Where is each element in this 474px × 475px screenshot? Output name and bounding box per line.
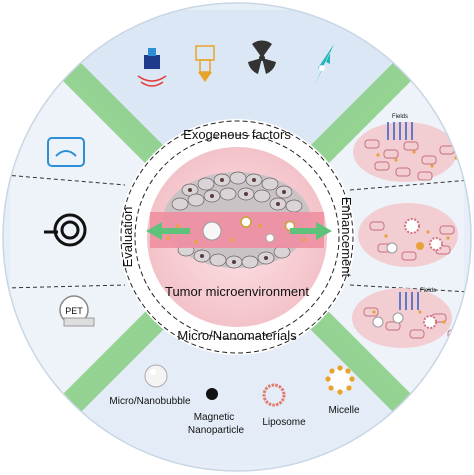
ultrasound-scan-icon [47,137,85,167]
svg-text:PET: PET [65,306,83,316]
band-top-right [284,40,434,190]
legend-microbubble-label: Micro/Nanobubble [109,396,191,407]
band-top-left [40,40,190,190]
diagonal-bands [40,40,434,435]
ring-bottom-label: Micro/Nanomaterials [177,328,297,343]
legend-microbubble-symbol [144,364,168,388]
legend-liposome-symbol [262,383,286,407]
left-divider-2 [4,284,126,289]
field-label-bottom: Fields [420,288,436,294]
legend-micelle-label: Micelle [328,405,360,416]
ultrasound-probe-icon [137,48,167,87]
arrow-left [146,222,190,240]
center-label: Tumor microenvironment [165,284,309,299]
laser-icon [195,45,215,82]
tissue-patch-middle [358,203,458,267]
nanocarriers-bottom [372,312,437,329]
middle-ring-outer-dash [120,120,354,354]
band-bottom-right [284,285,434,435]
band-bottom-left [40,285,190,435]
right-divider-2 [349,284,471,293]
nanocarriers-middle [386,218,443,254]
legend-magnetic-label-1: Magnetic [194,412,235,423]
enhancement-illustrations: Fields Fields [352,114,463,348]
legend-magnetic-label-2: Nanoparticle [188,425,245,436]
photoacoustic-icon [44,213,87,247]
right-divider-1 [349,179,471,191]
ring-right-label: Enhancement [339,197,354,278]
tissue-patch-top [353,122,457,182]
legend: Micro/Nanobubble Magnetic Nanoparticle L… [109,364,360,436]
pet-scanner-icon: PET [59,295,95,327]
ring-left-label: Evaluation [120,207,135,268]
magnet-field-icon [314,44,334,86]
legend-magnetic-symbol [206,388,218,400]
field-arrows-top [387,122,413,140]
legend-liposome-label: Liposome [262,417,306,428]
field-arrows-bottom [399,292,419,310]
ring-top-label: Exogenous factors [183,127,291,142]
radiation-icon [248,40,276,74]
middle-ring-inner-dash [134,134,340,340]
left-divider-1 [4,174,126,186]
field-label-top: Fields [392,114,408,120]
legend-micelle-symbol [325,365,355,395]
vessel-particles [166,216,306,244]
arrow-right [290,222,332,240]
core-arrows [146,222,332,240]
